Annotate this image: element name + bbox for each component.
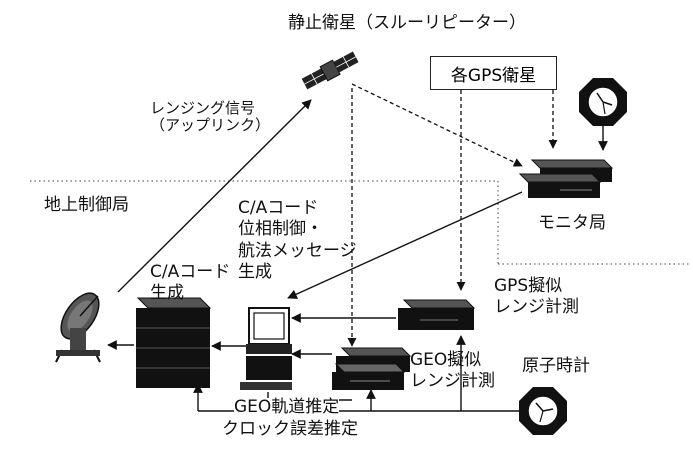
gps-pseudorange-line-2: レンジ計測 — [494, 297, 579, 318]
clock-error-label: クロック誤差推定 — [222, 419, 358, 440]
ranging-signal-line-2: （アップリンク） — [150, 116, 271, 135]
antenna-dish-icon — [55, 292, 101, 363]
monitor-to-computer-arrow — [287, 191, 523, 299]
ca-code-control-line-1: C/Aコード — [238, 198, 319, 218]
ground-station-label: 地上制御局 — [44, 195, 129, 215]
atomic-clock-icon — [519, 387, 567, 435]
ca-code-control-line-2: 位相制御・ — [238, 219, 323, 240]
monitor-station-label: モニタ局 — [538, 213, 606, 233]
geo-orbit-label: GEO軌道推定 — [234, 397, 340, 418]
ranging-signal-label: レンジング信号 （アップリンク） — [150, 99, 271, 135]
geo-pseudorange-label: GEO擬似 レンジ計測 — [410, 350, 495, 393]
gps-satellites-box: 各GPS衛星 — [430, 56, 557, 90]
monitor-receiver-icon — [518, 159, 614, 198]
clock-icon — [579, 78, 627, 126]
satellite-icon — [301, 51, 359, 90]
uplink-arrow — [117, 99, 312, 293]
computer-icon — [240, 307, 292, 390]
ca-code-control-line-3: 航法メッセージ — [238, 240, 357, 261]
geo-receiver-icon — [332, 347, 412, 390]
satellite-label: 静止衛星（スルーリピーター） — [288, 13, 526, 33]
ranging-signal-line-1: レンジング信号 — [150, 99, 256, 117]
ca-code-gen-line-2: 生成 — [150, 283, 184, 304]
ca-code-gen-label: C/Aコード 生成 — [150, 262, 230, 305]
sat-to-monitor-arrow — [351, 83, 523, 167]
geo-pseudorange-line-1: GEO擬似 — [410, 350, 482, 370]
gps-pseudorange-line-1: GPS擬似 — [494, 276, 563, 296]
ca-code-control-label: C/Aコード 位相制御・ 航法メッセージ 生成 — [238, 198, 357, 283]
gps-pseudorange-label: GPS擬似 レンジ計測 — [494, 276, 579, 319]
geo-pseudorange-line-2: レンジ計測 — [410, 371, 495, 392]
generator-rack-icon — [136, 297, 212, 388]
gps-satellites-label: 各GPS衛星 — [450, 65, 537, 86]
ca-code-gen-line-1: C/Aコード — [150, 262, 231, 282]
ca-code-control-line-4: 生成 — [238, 261, 272, 282]
atomic-clock-label: 原子時計 — [522, 356, 590, 376]
gps-receiver-icon — [398, 299, 476, 330]
